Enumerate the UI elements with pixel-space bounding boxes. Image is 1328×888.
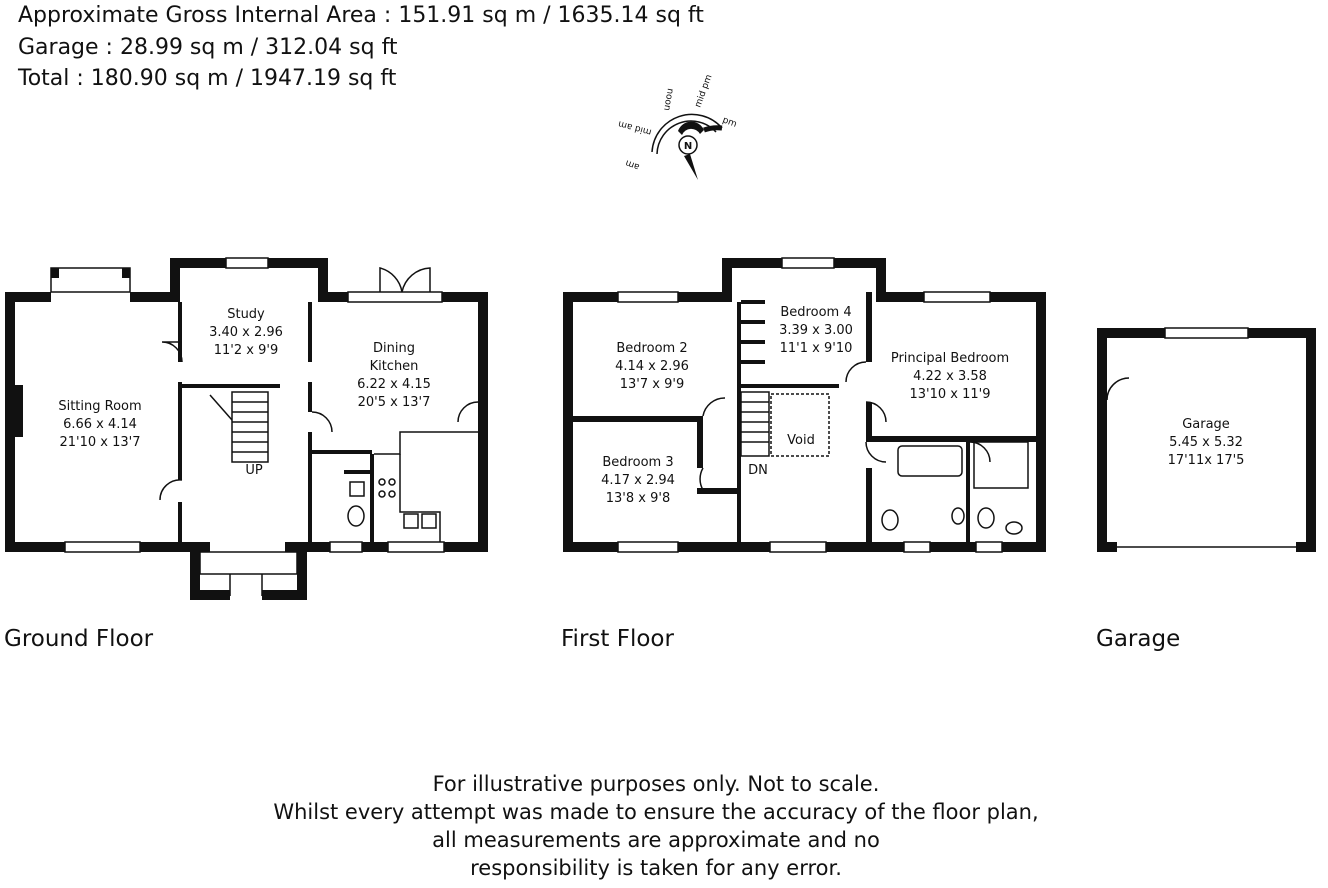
compass-am: am [624,157,641,171]
garage-label: Garage [1096,626,1181,652]
compass-icon: N am mid am noon mid pm pm [617,73,738,180]
stairs-down-label: DN [748,463,768,478]
bedroom-4-label: Bedroom 4 [780,305,851,320]
garage-area: Garage : 28.99 sq m / 312.04 sq ft [18,35,398,60]
compass-north: N [684,141,692,152]
dining-kitchen-imperial: 20'5 x 13'7 [358,395,431,410]
first-floor-label: First Floor [561,626,674,652]
sitting-room-metric: 6.66 x 4.14 [63,417,137,432]
compass-noon: noon [661,87,675,111]
sitting-room-label: Sitting Room [58,399,141,414]
garage-plan: Garage 5.45 x 5.32 17'11x 17'5 [1097,327,1316,552]
stairs-up-label: UP [245,463,263,478]
bedroom-3-metric: 4.17 x 2.94 [601,473,675,488]
disclaimer-line-2: Whilst every attempt was made to ensure … [273,800,1039,824]
bedroom-4-imperial: 11'1 x 9'10 [780,341,853,356]
garage-room-label: Garage [1182,417,1230,432]
bedroom-3-label: Bedroom 3 [602,455,673,470]
bedroom-2-metric: 4.14 x 2.96 [615,359,689,374]
gross-internal-area: Approximate Gross Internal Area : 151.91… [18,3,704,28]
compass-mid-am: mid am [617,118,653,136]
void-label: Void [787,433,815,448]
dining-kitchen-metric: 6.22 x 4.15 [357,377,431,392]
first-floor-plan: Bedroom 2 4.14 x 2.96 13'7 x 9'9 Bedroom… [563,257,1046,553]
kitchen-label: Kitchen [370,359,419,374]
bedroom-3-imperial: 13'8 x 9'8 [606,491,670,506]
garage-room-metric: 5.45 x 5.32 [1169,435,1243,450]
compass-pm: pm [721,115,738,129]
study-label: Study [227,307,265,322]
sitting-room-imperial: 21'10 x 13'7 [59,435,140,450]
principal-bedroom-imperial: 13'10 x 11'9 [909,387,990,402]
disclaimer-line-3: all measurements are approximate and no [432,828,880,852]
garage-room-imperial: 17'11x 17'5 [1168,453,1245,468]
principal-bedroom-label: Principal Bedroom [891,351,1009,366]
ground-floor-plan: Sitting Room 6.66 x 4.14 21'10 x 13'7 St… [5,257,488,600]
compass-mid-pm: mid pm [693,73,714,109]
bedroom-2-label: Bedroom 2 [616,341,687,356]
study-metric: 3.40 x 2.96 [209,325,283,340]
disclaimer-line-1: For illustrative purposes only. Not to s… [432,772,880,796]
bedroom-4-metric: 3.39 x 3.00 [779,323,853,338]
bedroom-2-imperial: 13'7 x 9'9 [620,377,684,392]
disclaimer-line-4: responsibility is taken for any error. [470,856,842,880]
study-imperial: 11'2 x 9'9 [214,343,278,358]
total-area: Total : 180.90 sq m / 1947.19 sq ft [18,66,397,91]
dining-label: Dining [373,341,415,356]
principal-bedroom-metric: 4.22 x 3.58 [913,369,987,384]
ground-floor-label: Ground Floor [4,626,154,652]
